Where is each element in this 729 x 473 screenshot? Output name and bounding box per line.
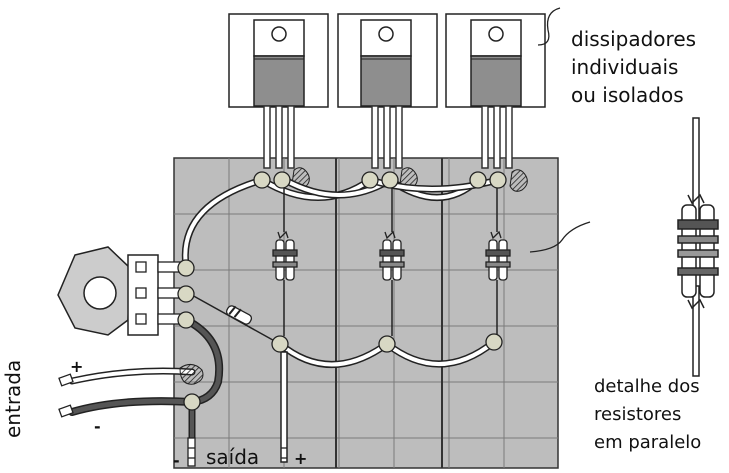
resistor-detail-label-line2: resistores bbox=[594, 404, 681, 425]
resistor-pair-2 bbox=[379, 230, 405, 281]
solder-points bbox=[177, 171, 507, 411]
input-label: entrada bbox=[1, 360, 25, 438]
heatsink-label-line3: ou isolados bbox=[571, 83, 684, 107]
output-minus-sign: - bbox=[173, 451, 180, 470]
input-plus-sign: + bbox=[70, 357, 83, 376]
input-leads bbox=[58, 373, 74, 418]
heatsink-label-line2: individuais bbox=[571, 55, 678, 79]
resistor-leads bbox=[280, 182, 498, 463]
input-resistor bbox=[189, 293, 281, 345]
input-minus-sign: - bbox=[94, 417, 101, 436]
resistor-pair-3 bbox=[485, 230, 511, 281]
resistor-detail-label-line3: em paralelo bbox=[594, 432, 701, 453]
dark-wires bbox=[68, 318, 224, 442]
transistor-1 bbox=[228, 13, 329, 169]
output-plus-sign: + bbox=[294, 449, 307, 468]
output-pins bbox=[187, 437, 287, 467]
heatsink-label-line1: dissipadores bbox=[571, 27, 696, 51]
resistor-detail-label-line1: detalhe dos bbox=[594, 376, 700, 397]
potentiometer bbox=[57, 246, 183, 336]
callout-lines bbox=[529, 7, 591, 253]
resistor-detail bbox=[677, 117, 719, 377]
output-label: saída bbox=[206, 445, 259, 469]
input-solder-blob bbox=[179, 364, 204, 385]
resistor-pair-1 bbox=[272, 230, 298, 281]
transistor-3 bbox=[445, 13, 546, 169]
transistor-2 bbox=[337, 13, 438, 169]
